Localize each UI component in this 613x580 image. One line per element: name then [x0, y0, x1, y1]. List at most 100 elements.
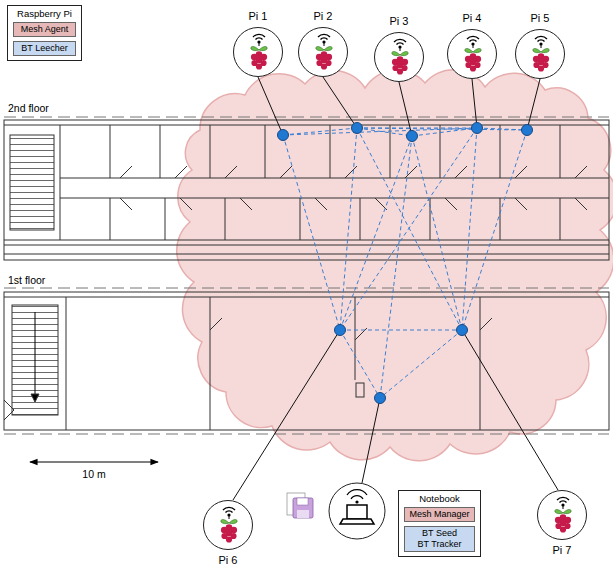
leader-line	[233, 330, 340, 500]
legend-text: BT Leecher	[18, 43, 71, 54]
legend-swatch: BT SeedBT Tracker	[404, 526, 475, 552]
legend-swatch: Mesh Manager	[404, 507, 475, 522]
mesh-link	[340, 128, 357, 330]
device-label: Pi 6	[219, 554, 238, 566]
mesh-cloud	[177, 70, 613, 461]
floor-plan	[60, 125, 61, 240]
floor-plan	[225, 198, 226, 240]
mesh-link	[380, 136, 412, 398]
legend-box: NotebookMesh Manager BT SeedBT Tracker	[398, 490, 481, 557]
mesh-link	[340, 136, 412, 330]
device-label: Pi 1	[249, 10, 268, 22]
device-circle: Pi 5	[515, 29, 565, 79]
floor-plan	[66, 297, 67, 430]
floor-plan	[360, 198, 361, 240]
floor-plan	[110, 198, 111, 240]
raspberry-pi-icon	[316, 34, 332, 69]
floor-plan	[500, 198, 501, 240]
mesh-cloud	[177, 70, 613, 461]
floor-plan	[4, 434, 609, 435]
legend-swatch: BT Leecher	[13, 41, 76, 56]
scale-bar	[30, 462, 158, 463]
file-icon	[293, 498, 313, 518]
floor-plan	[4, 288, 609, 289]
raspberry-pi-icon	[209, 506, 249, 546]
floor-plan	[560, 125, 561, 178]
floor-plan	[4, 245, 609, 246]
mesh-link	[283, 128, 477, 135]
mesh-link	[357, 128, 412, 136]
leader-line	[258, 77, 283, 135]
floor-plan	[210, 297, 211, 430]
leader-line	[399, 82, 412, 136]
mesh-link	[412, 136, 462, 330]
file-icon	[297, 498, 308, 505]
mesh-link	[283, 135, 340, 330]
mesh-node-dot	[278, 130, 289, 141]
mesh-node-dot	[522, 125, 533, 136]
leader-line	[362, 398, 380, 483]
legend-swatch: Mesh Agent	[13, 22, 76, 37]
mesh-node-dot	[472, 123, 483, 134]
floor-plan	[60, 198, 609, 199]
raspberry-pi-icon	[221, 507, 237, 542]
notebook-icon	[347, 505, 367, 519]
mesh-link	[340, 330, 462, 331]
raspberry-pi-icon	[392, 39, 408, 74]
raspberry-pi-icon	[521, 35, 561, 75]
leader-line	[472, 79, 477, 128]
legend-box: Raspberry Pi Mesh Agent BT Leecher	[7, 5, 82, 61]
floor-plan	[356, 383, 364, 397]
file-icon	[297, 510, 309, 518]
floor-plan	[35, 312, 36, 400]
notebook-icon	[329, 483, 385, 539]
device-label: Pi 7	[553, 544, 572, 556]
floor-plan	[4, 297, 609, 298]
floor-plan	[300, 198, 301, 240]
floor-plan	[265, 125, 266, 178]
device-circle: Pi 2	[298, 27, 348, 77]
floor-plan	[4, 125, 609, 126]
floor-plan	[4, 117, 609, 434]
file-icon	[287, 493, 313, 518]
floor-plan	[4, 120, 609, 260]
floor-plan	[390, 125, 391, 178]
floor-plan	[60, 178, 609, 179]
mesh-link	[357, 128, 527, 130]
mesh-node-dot	[335, 325, 346, 336]
floor-label: 1st floor	[8, 274, 45, 286]
device-circle: Pi 6	[203, 500, 253, 550]
mesh-node-dot	[407, 131, 418, 142]
floor-plan	[160, 125, 161, 178]
mesh-link	[340, 330, 380, 398]
notebook-icon	[351, 496, 363, 499]
raspberry-pi-icon	[555, 497, 571, 532]
floor-plan	[4, 240, 609, 241]
legend-title: Notebook	[399, 493, 480, 504]
floor-label: 2nd floor	[8, 102, 49, 114]
floor-plan	[110, 125, 111, 178]
floor-plan	[4, 117, 609, 118]
floor-plan	[4, 292, 609, 430]
notebook-icon	[340, 519, 374, 524]
legend-text: Mesh Agent	[18, 24, 71, 35]
scale-bar	[30, 461, 158, 462]
legend-title: Raspberry Pi	[8, 8, 81, 19]
raspberry-pi-icon	[533, 36, 549, 71]
floor-plan	[12, 305, 58, 415]
leader-line	[527, 79, 540, 130]
mesh-node-dot	[278, 123, 533, 404]
raspberry-pi-icon	[453, 35, 493, 75]
mesh-node-dot	[375, 393, 386, 404]
floor-plan	[480, 297, 481, 430]
device-circle: Pi 1	[233, 27, 283, 77]
legend-text: Mesh Manager	[409, 509, 470, 520]
floor-plan	[560, 198, 561, 240]
raspberry-pi-icon	[380, 38, 420, 78]
leader-line	[233, 77, 558, 500]
raspberry-pi-icon	[251, 34, 267, 69]
floor-plan	[210, 318, 492, 340]
floor-plan	[210, 125, 211, 178]
notebook-icon	[329, 483, 385, 539]
